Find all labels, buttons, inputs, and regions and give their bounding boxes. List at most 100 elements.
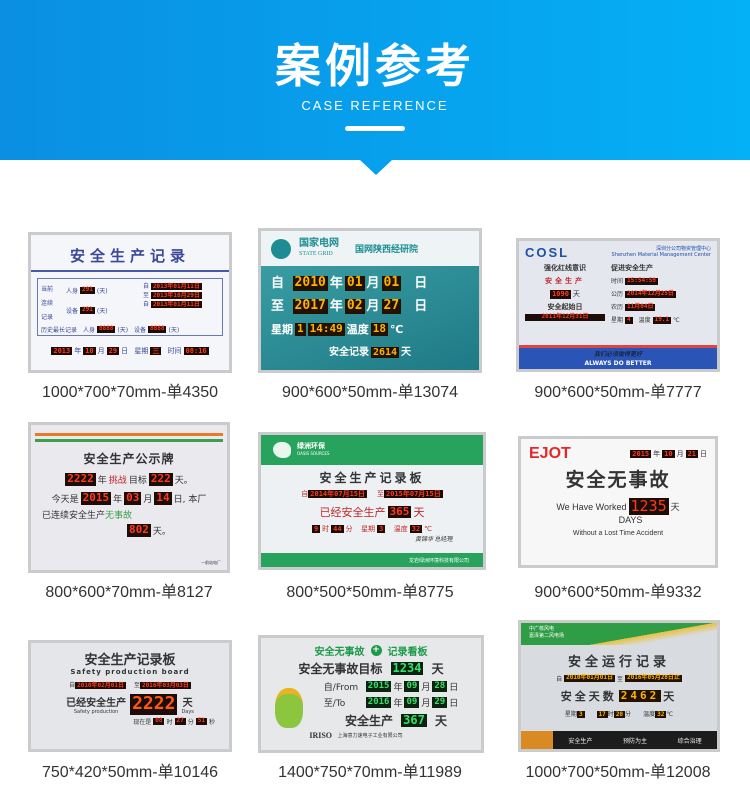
led-display: 2222 (130, 693, 178, 715)
board-text: We Have Worked (556, 501, 627, 512)
board-text: 天 (435, 714, 448, 728)
board-text: 年 (329, 299, 343, 314)
board-text: 黄锦华 (415, 536, 434, 543)
board-text: 农历 (611, 304, 624, 311)
led-display: 17 (596, 711, 608, 718)
board-text: OASIS SOURCES (297, 451, 330, 456)
board-text: 自 (271, 276, 285, 291)
board-text: 年 (74, 347, 82, 355)
case-caption-8: 1400*750*70mm-单11989 (278, 764, 462, 781)
board-text: 预防为主 (622, 737, 647, 745)
led-display: 2010 (292, 275, 328, 291)
board-text: 记录看板 (387, 647, 428, 658)
cosl-logo: COSL (525, 245, 570, 260)
board-text: 自 (143, 283, 150, 290)
led-display: 27 (381, 298, 402, 314)
board-text: 天 (401, 347, 412, 358)
led-display: 三 (150, 346, 162, 356)
board-text: 安全生产 (344, 714, 393, 728)
led-display: 2014年07月15日 (308, 490, 367, 498)
led-display: 2017 (292, 298, 328, 314)
board-text: 自 (143, 301, 150, 308)
board-text: Without a Lost Time Accident (572, 530, 664, 538)
board-text: 月 (421, 699, 431, 709)
board-text: 天 (670, 502, 680, 513)
board-text: 年 (113, 495, 123, 505)
led-display: 8888 (148, 325, 167, 333)
board-text: (天) (96, 288, 108, 295)
board-text: 月 (97, 347, 105, 355)
page-subtitle: CASE REFERENCE (301, 98, 449, 113)
led-display: 32 (409, 524, 423, 534)
page-title: 案例参考 (275, 39, 475, 93)
led-display: 2015 (365, 681, 392, 692)
board-text: 绿洲环保 (297, 442, 325, 450)
board-text: 公历 (611, 291, 624, 298)
board-text: 温度 (393, 525, 408, 533)
board-text: 星期 (271, 323, 293, 336)
board-text: 年 (653, 450, 661, 458)
led-display: 21 (685, 449, 698, 459)
board-text: 国网陕西经研院 (355, 245, 419, 255)
board-text: 天 (572, 290, 580, 298)
board-text: 日, 本厂 (173, 495, 207, 505)
led-display: 2011年12月31日 (525, 313, 605, 321)
board-text: 日 (700, 450, 707, 458)
led-display: 15:54:59 (625, 277, 658, 285)
board-text: 日 (414, 299, 428, 314)
led-display: 2013 (51, 346, 73, 356)
board-text: 月 (366, 276, 380, 291)
board-text: STATE GRID (299, 250, 333, 257)
board-text: 天 (431, 662, 444, 676)
board-text: 年 (97, 476, 107, 486)
led-display: 09 (404, 681, 420, 692)
case-caption-1: 1000*700*70mm-单4350 (41, 384, 219, 401)
led-display: 29 (106, 346, 120, 356)
mascot-icon (275, 688, 303, 728)
board-text: 挑战 (108, 476, 127, 486)
board-text: 时间 (611, 278, 624, 285)
led-display: 2013年01月11日 (150, 283, 202, 290)
board-text: 历史最长记录 (41, 327, 78, 334)
led-display: 2015 (80, 491, 112, 505)
board-text: 年 (329, 276, 343, 291)
board-text: 安全天数 (560, 690, 617, 703)
led-display: 10 (662, 449, 675, 459)
board-text: 星期 (564, 711, 577, 718)
led-display: 10 (83, 346, 96, 356)
board-title: 安全生产记录 (69, 247, 190, 265)
board-text: 自 (301, 490, 309, 498)
case-caption-6: 900*600*50mm-单9332 (534, 584, 702, 601)
board-text: 分 (187, 718, 194, 726)
led-display: 2013年01月11日 (150, 301, 202, 308)
board-text: 天 (413, 506, 425, 519)
board-text: 天 (663, 690, 678, 703)
board-text: 综合治理 (677, 737, 702, 745)
board-text: 月 (143, 495, 153, 505)
board-text: 自/From (323, 683, 359, 693)
board-text: 自 (556, 676, 563, 683)
board-text: 总经理 (434, 536, 453, 543)
led-display: 08 (153, 716, 165, 725)
led-display: 802 (127, 523, 151, 537)
board-text: 已连续安全生产 (42, 511, 106, 521)
board-text: 温度 (638, 317, 651, 324)
led-display: 32 (655, 711, 667, 718)
board-text: 已经安全生产 (66, 697, 127, 709)
case-caption-7: 750*420*50mm-单10146 (41, 764, 219, 781)
board-text: 温度 (346, 323, 369, 336)
board-text: 上海意力速电子工业有限公司 (337, 733, 403, 739)
led-display: 09 (404, 697, 420, 708)
led-display: 19.1 (652, 316, 672, 324)
led-display: 2614 (370, 346, 400, 359)
board-text: 安全运行记录 (567, 655, 670, 670)
